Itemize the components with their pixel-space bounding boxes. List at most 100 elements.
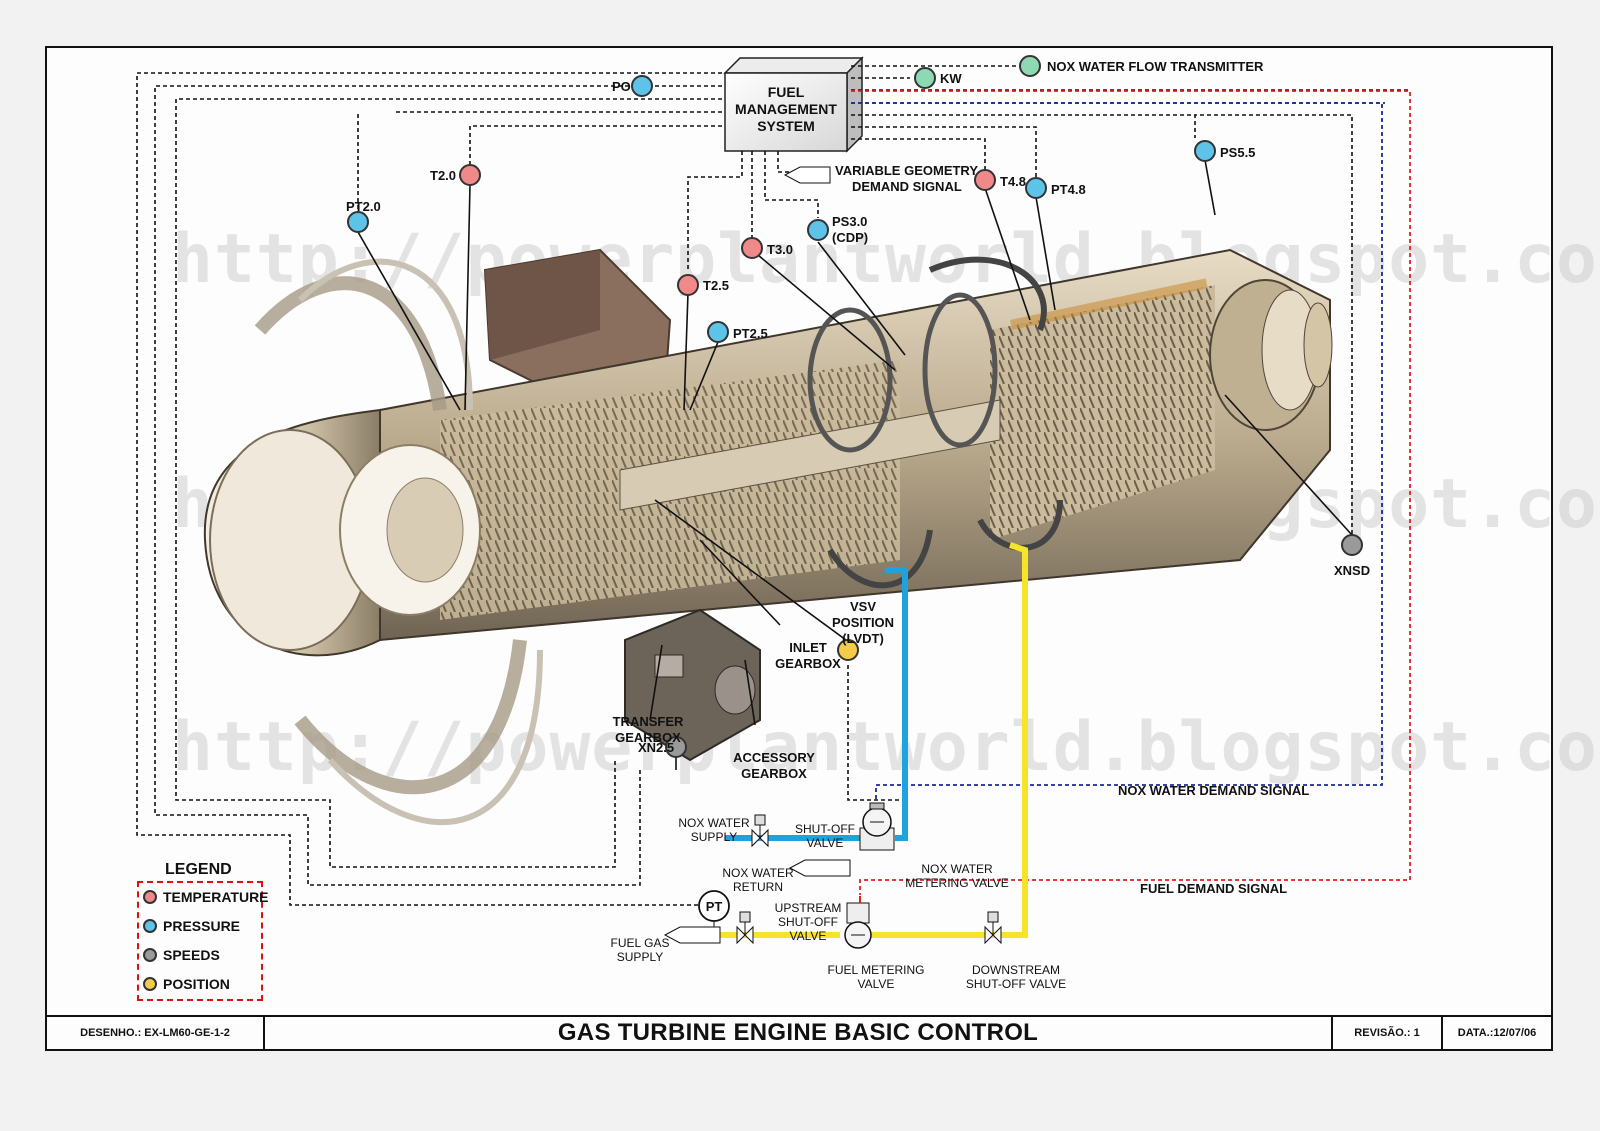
gas-turbine-engine-illustration xyxy=(203,248,1333,826)
accessory-gearbox-label-1: ACCESSORY xyxy=(733,750,815,765)
sensor-leaders xyxy=(357,159,1353,770)
legend-position: POSITION xyxy=(143,976,230,992)
accessory-gearbox-label-2: GEARBOX xyxy=(741,766,807,781)
legend-speeds-label: SPEEDS xyxy=(163,947,220,963)
downstream-label-2: SHUT-OFF VALVE xyxy=(966,977,1066,991)
transfer-gearbox-label-2: GEARBOX xyxy=(615,730,681,745)
ps55-label: PS5.5 xyxy=(1220,145,1255,160)
nox-water-pipe xyxy=(885,567,908,841)
xnsd-sensor-icon xyxy=(1341,534,1363,556)
legend-title: LEGEND xyxy=(165,861,232,878)
drawing-number: DESENHO.: EX-LM60-GE-1-2 xyxy=(47,1017,265,1049)
vg-demand-label-1: VARIABLE GEOMETRY xyxy=(835,163,978,178)
pressure-transmitter-icon: PT xyxy=(698,890,730,935)
fuel-demand-label: FUEL DEMAND SIGNAL xyxy=(1140,881,1287,896)
fuel-gas-supply-label-1: FUEL GAS xyxy=(611,936,670,950)
watermark-3: http://powerplantworld.blogspot.com xyxy=(172,708,1600,787)
vg-demand-label-2: DEMAND SIGNAL xyxy=(852,179,962,194)
temperature-dot-icon xyxy=(143,890,157,904)
date: DATA.:12/07/06 xyxy=(1457,1027,1537,1039)
nox-flow-transmitter-label: NOX WATER FLOW TRANSMITTER xyxy=(1047,59,1264,74)
fuel-gas-supply-label-2: SUPPLY xyxy=(617,950,663,964)
t25-sensor-icon xyxy=(677,274,699,296)
legend-pressure-label: PRESSURE xyxy=(163,918,241,934)
ps30-label: PS3.0 xyxy=(832,214,867,229)
t20-label: T2.0 xyxy=(430,168,456,183)
nox-shutoff-valve-icon xyxy=(751,814,769,848)
pt25-sensor-icon xyxy=(707,321,729,343)
revision: REVISÃO.: 1 xyxy=(1333,1017,1443,1049)
fuel-metering-label-1: FUEL METERING xyxy=(828,963,925,977)
ps30-cdp-label: (CDP) xyxy=(832,230,868,245)
po-sensor-icon xyxy=(631,75,653,97)
legend-temperature-label: TEMPERATURE xyxy=(163,889,269,905)
nox-metering-label-2: METERING VALVE xyxy=(905,876,1009,890)
legend-temperature: TEMPERATURE xyxy=(143,889,269,905)
pt20-sensor-icon xyxy=(347,211,369,233)
t30-label: T3.0 xyxy=(767,242,793,257)
speeds-dot-icon xyxy=(143,948,157,962)
inlet-gearbox-label-1: INLET xyxy=(789,640,827,655)
t48-label: T4.8 xyxy=(1000,174,1026,189)
nox-flow-transmitter-icon xyxy=(1019,55,1041,77)
t25-label: T2.5 xyxy=(703,278,729,293)
t48-sensor-icon xyxy=(974,169,996,191)
nox-metering-valve-icon xyxy=(859,802,895,851)
fuel-management-system-box: FUEL MANAGEMENT SYSTEM xyxy=(723,56,864,153)
po-label: PO xyxy=(612,79,631,94)
fms-line-2: MANAGEMENT xyxy=(735,101,837,117)
pt48-label: PT4.8 xyxy=(1051,182,1086,197)
pressure-dot-icon xyxy=(143,919,157,933)
t30-sensor-icon xyxy=(741,237,763,259)
xn25-sensor-icon xyxy=(665,736,687,758)
kw-sensor-icon xyxy=(914,67,936,89)
nox-water-demand-signal-line xyxy=(851,102,1383,800)
vsv-label-2: POSITION xyxy=(832,615,894,630)
kw-label: KW xyxy=(940,71,962,86)
pt20-label: PT2.0 xyxy=(346,199,381,214)
nox-return-label-1: NOX WATER xyxy=(722,866,794,880)
nox-metering-label-1: NOX WATER xyxy=(921,862,993,876)
title-block: DESENHO.: EX-LM60-GE-1-2 GAS TURBINE ENG… xyxy=(45,1015,1553,1051)
upstream-label-1: UPSTREAM xyxy=(775,901,842,915)
upstream-label-2: SHUT-OFF xyxy=(778,915,838,929)
fuel-gas-pipe-downstream xyxy=(870,542,1028,938)
vsv-label-3: (LVDT) xyxy=(842,631,884,646)
fuel-metering-valve-icon xyxy=(844,896,872,949)
vsv-position-sensor-icon xyxy=(837,639,859,661)
nox-water-demand-label: NOX WATER DEMAND SIGNAL xyxy=(1118,783,1309,798)
fuel-metering-label-2: VALVE xyxy=(858,977,895,991)
downstream-shutoff-valve-icon xyxy=(984,911,1002,945)
vg-demand-tag-icon xyxy=(783,166,831,184)
nox-return-tag-icon xyxy=(788,859,851,877)
fms-line-3: SYSTEM xyxy=(757,118,815,134)
nox-shutoff-label-1: SHUT-OFF xyxy=(795,822,855,836)
pt25-label: PT2.5 xyxy=(733,326,768,341)
fuel-demand-signal-line xyxy=(851,90,1411,895)
nox-return-label-2: RETURN xyxy=(733,880,783,894)
pt48-sensor-icon xyxy=(1025,177,1047,199)
downstream-label-1: DOWNSTREAM xyxy=(972,963,1060,977)
ps30-sensor-icon xyxy=(807,219,829,241)
page-title: GAS TURBINE ENGINE BASIC CONTROL xyxy=(265,1017,1333,1049)
legend-speeds: SPEEDS xyxy=(143,947,220,963)
position-dot-icon xyxy=(143,977,157,991)
fuel-gas-supply-tag-icon xyxy=(663,926,721,944)
nox-supply-label-1: NOX WATER xyxy=(678,816,750,830)
legend: TEMPERATURE PRESSURE SPEEDS POSITION xyxy=(137,881,269,1001)
upstream-shutoff-valve-icon xyxy=(736,911,754,945)
transfer-gearbox-label-1: TRANSFER xyxy=(613,714,684,729)
xnsd-label: XNSD xyxy=(1334,563,1370,578)
fms-line-1: FUEL xyxy=(768,84,805,100)
xn25-label: XN2.5 xyxy=(638,740,674,755)
upstream-label-3: VALVE xyxy=(790,929,827,943)
t20-sensor-icon xyxy=(459,164,481,186)
sensor-bubbles xyxy=(347,55,1363,758)
nox-shutoff-label-2: VALVE xyxy=(807,836,844,850)
legend-position-label: POSITION xyxy=(163,976,230,992)
inlet-gearbox-label-2: GEARBOX xyxy=(775,656,841,671)
watermark-1: http://powerplantworld.blogspot.com xyxy=(172,220,1600,299)
legend-pressure: PRESSURE xyxy=(143,918,240,934)
pt-label: PT xyxy=(706,899,723,914)
